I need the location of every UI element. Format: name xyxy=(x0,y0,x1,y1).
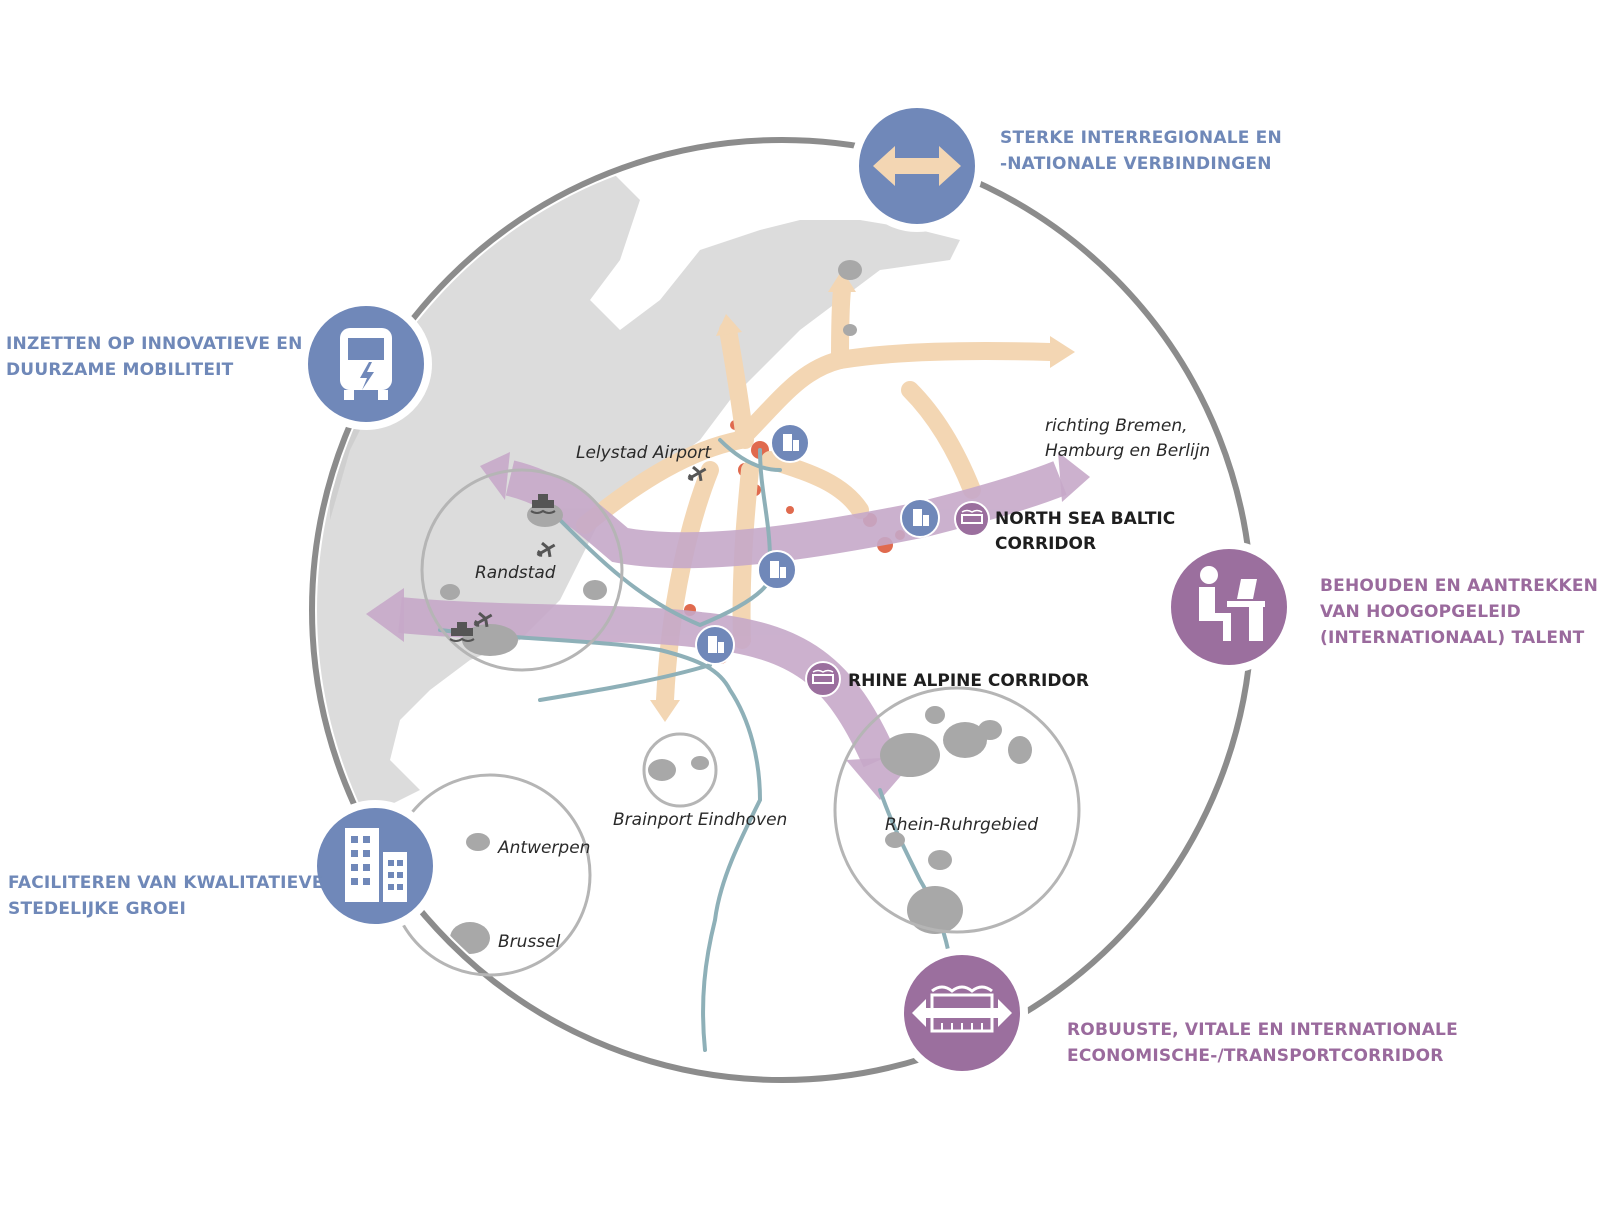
airplane-icon xyxy=(687,465,707,482)
theme-connections-icon xyxy=(851,100,983,232)
randstad-region xyxy=(420,468,624,672)
place-brussel: Brussel xyxy=(498,932,561,952)
airplane-icon xyxy=(473,611,493,628)
connection-arrowheads xyxy=(650,270,1075,722)
airplane-icon xyxy=(536,541,556,558)
place-brainport-eindhoven: Brainport Eindhoven xyxy=(613,810,788,830)
theme-talent-label: BEHOUDEN EN AANTREKKEN VAN HOOGOPGELEID … xyxy=(1320,576,1599,648)
theme-corridor-label: ROBUUSTE, VITALE EN INTERNATIONALE ECONO… xyxy=(1067,1020,1458,1066)
ship-icon xyxy=(449,622,475,642)
person-at-desk-icon xyxy=(1163,541,1295,673)
ruhr-region xyxy=(833,686,1081,934)
place-bremen-direction: richting Bremen, Hamburg en Berlijn xyxy=(1045,416,1211,461)
theme-connections-label: STERKE INTERREGIONALE EN -NATIONALE VERB… xyxy=(1000,128,1282,174)
building-marker-icon xyxy=(757,550,797,590)
ship-icon xyxy=(530,494,556,514)
land-mass xyxy=(317,150,960,820)
coast-islands xyxy=(520,170,600,320)
corridor-marker-icon xyxy=(954,501,990,537)
eindhoven-region xyxy=(642,732,718,808)
building-marker-icon xyxy=(770,423,810,463)
electric-bus-icon xyxy=(300,298,432,430)
city-clusters xyxy=(440,260,1032,954)
building-marker-icon xyxy=(695,625,735,665)
theme-urban-label: FACILITEREN VAN KWALITATIEVE STEDELIJKE … xyxy=(8,873,324,919)
theme-mobility-label: INZETTEN OP INNOVATIEVE EN DUURZAME MOBI… xyxy=(6,334,303,380)
corridor-north-sea-baltic: NORTH SEA BALTIC CORRIDOR xyxy=(995,509,1176,554)
place-randstad: Randstad xyxy=(475,563,556,583)
transport-corridor-icon xyxy=(896,947,1028,1079)
place-lelystad-airport: Lelystad Airport xyxy=(576,443,712,463)
rivers xyxy=(438,438,952,1052)
buildings-icon xyxy=(309,800,441,932)
corridor-rhine-alpine: RHINE ALPINE CORRIDOR xyxy=(848,671,1090,691)
corridor-marker-icon xyxy=(805,661,841,697)
place-antwerpen: Antwerpen xyxy=(498,838,591,858)
place-rhein-ruhrgebied: Rhein-Ruhrgebied xyxy=(885,815,1039,835)
building-marker-icon xyxy=(900,498,940,538)
